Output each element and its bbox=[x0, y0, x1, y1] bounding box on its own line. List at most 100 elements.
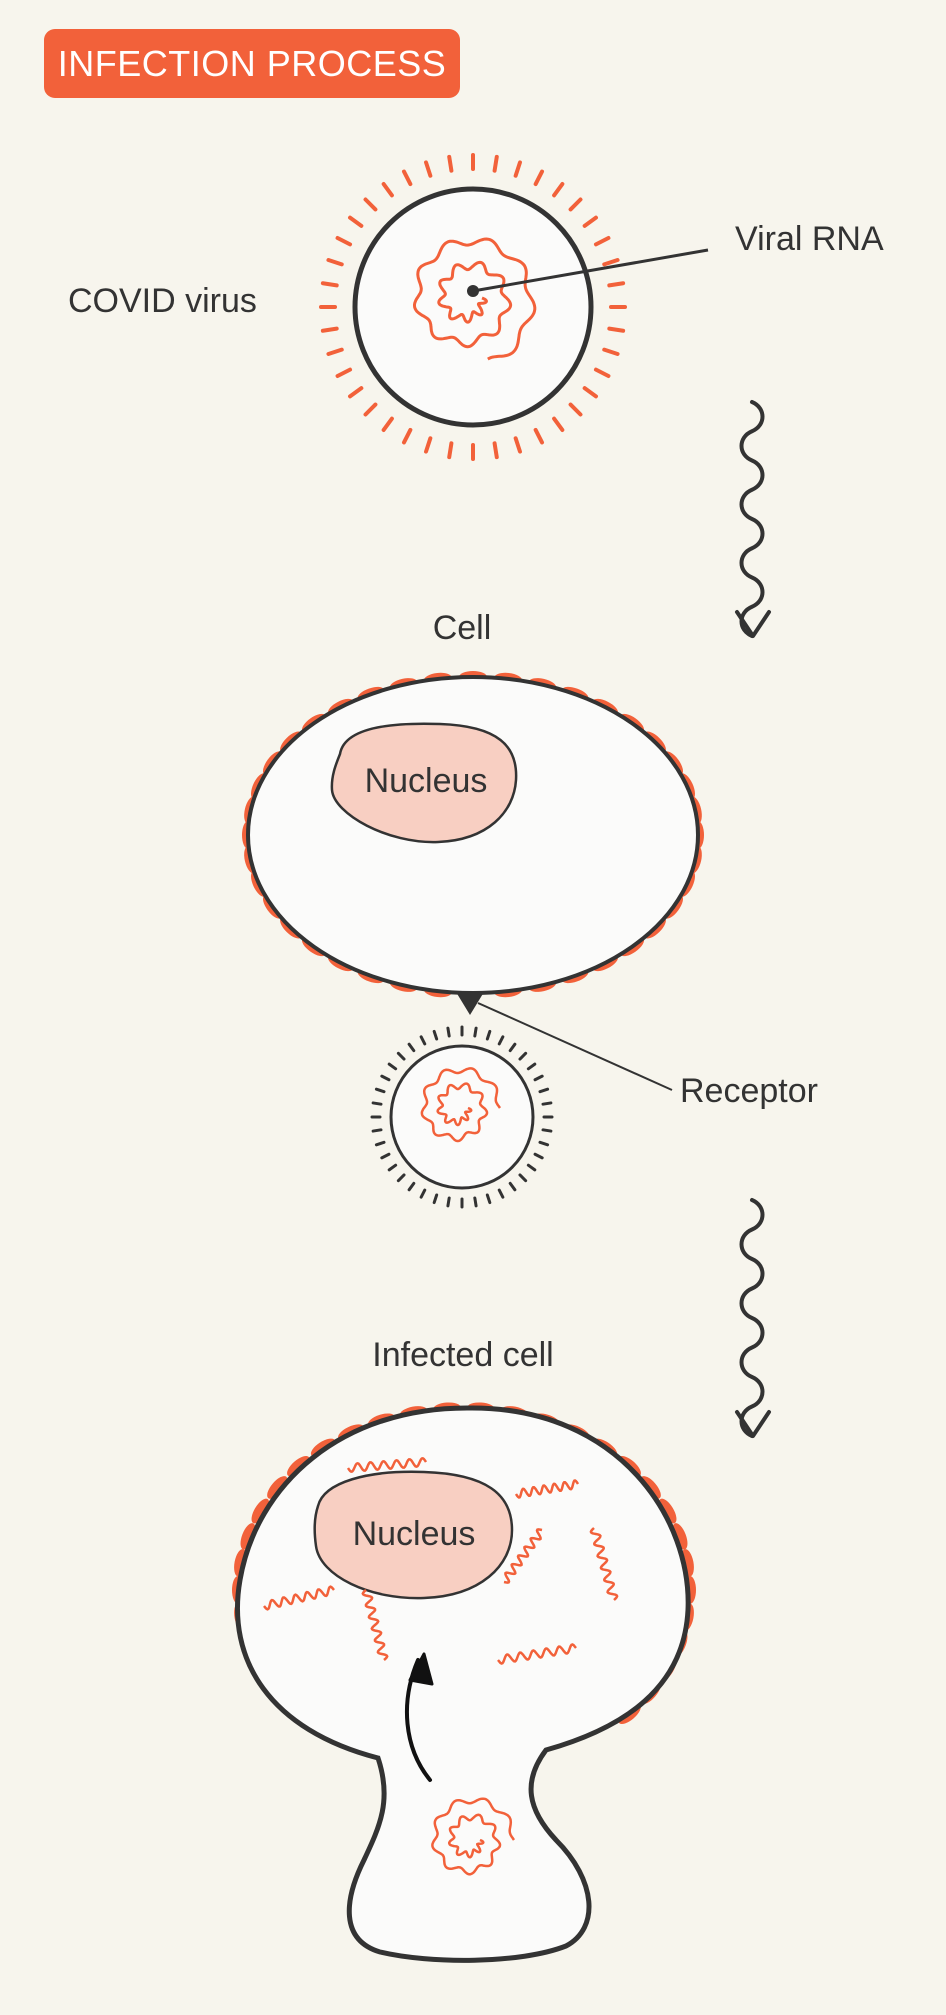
virus-spike bbox=[326, 258, 344, 267]
infected-cell-spike bbox=[672, 1523, 688, 1550]
virus-spike bbox=[424, 436, 433, 454]
virus-spike bbox=[320, 281, 339, 288]
virus-spike bbox=[582, 215, 598, 228]
virus-spike bbox=[602, 347, 620, 356]
small-virus-spike bbox=[419, 1035, 427, 1046]
virus-spike bbox=[492, 441, 499, 460]
rna-strand bbox=[503, 1528, 543, 1584]
virus-spike bbox=[607, 281, 626, 288]
wavy-arrow-1-head bbox=[735, 610, 771, 638]
infected-cell-spike bbox=[251, 1498, 270, 1524]
small-virus-spike bbox=[380, 1074, 391, 1082]
small-virus-spike bbox=[533, 1074, 544, 1082]
small-virus-spike bbox=[541, 1128, 553, 1133]
nucleus bbox=[330, 722, 518, 844]
small-virus-spike bbox=[526, 1062, 537, 1071]
virus-body bbox=[352, 186, 594, 428]
small-virus-spike bbox=[508, 1181, 517, 1192]
small-virus-spike bbox=[407, 1181, 416, 1192]
small-virus-spike bbox=[446, 1026, 451, 1038]
small-virus-spike bbox=[485, 1029, 492, 1041]
receptor-label: Receptor bbox=[680, 1072, 818, 1110]
small-virus-spike bbox=[432, 1029, 439, 1041]
covid-virus-label: COVID virus bbox=[68, 282, 257, 320]
virus-spike bbox=[492, 154, 499, 173]
small-virus-spike bbox=[538, 1087, 550, 1094]
small-virus-spike bbox=[485, 1193, 492, 1205]
rna-strand bbox=[263, 1585, 335, 1611]
virus-spike bbox=[593, 235, 611, 247]
virus-spike bbox=[602, 258, 620, 267]
virus-spike bbox=[363, 402, 378, 417]
small-virus-spike bbox=[518, 1051, 528, 1061]
small-virus-spike bbox=[419, 1188, 427, 1199]
virus-spike bbox=[424, 160, 433, 178]
virus-spike bbox=[533, 169, 545, 187]
virus-spike bbox=[348, 215, 364, 228]
replicated-rna-strands bbox=[263, 1456, 619, 1665]
virus-spike bbox=[533, 427, 545, 445]
rna-strand bbox=[361, 1589, 389, 1661]
infected-cell-spike bbox=[267, 1476, 288, 1499]
small-virus-spikes bbox=[370, 1025, 554, 1209]
title-badge: INFECTION PROCESS bbox=[44, 29, 460, 98]
viral-rna-label: Viral RNA bbox=[735, 220, 884, 258]
virus-spike bbox=[552, 416, 565, 432]
rna-strand bbox=[514, 1479, 580, 1499]
virus-spike bbox=[513, 436, 522, 454]
virus-spike bbox=[348, 386, 364, 399]
infected-cell-spike bbox=[240, 1523, 256, 1550]
small-virus-spike bbox=[497, 1188, 505, 1199]
small-virus-spike bbox=[374, 1140, 386, 1147]
small-virus-spike bbox=[541, 1101, 553, 1106]
small-virus-spike bbox=[374, 1087, 386, 1094]
small-virus-spike bbox=[497, 1035, 505, 1046]
rna-strand bbox=[346, 1456, 428, 1474]
virus-spike bbox=[568, 402, 583, 417]
small-virus-spike bbox=[473, 1026, 478, 1038]
virus-spike bbox=[335, 235, 353, 247]
small-virus-spike bbox=[387, 1163, 398, 1172]
virus-spike bbox=[552, 182, 565, 198]
wavy-arrow-2-head bbox=[735, 1410, 771, 1438]
virus-spike bbox=[401, 427, 413, 445]
small-virus-spike bbox=[526, 1163, 537, 1172]
virus-spike bbox=[335, 367, 353, 379]
infected-nucleus-label: Nucleus bbox=[353, 1515, 476, 1553]
virus-spike bbox=[320, 326, 339, 333]
small-virus-spike bbox=[533, 1152, 544, 1160]
small-virus-spike bbox=[446, 1196, 451, 1208]
wavy-arrow-1 bbox=[739, 400, 765, 638]
virus-spike bbox=[363, 197, 378, 212]
virus-spike bbox=[568, 197, 583, 212]
infected-cell-spike bbox=[658, 1498, 677, 1524]
infected-cell-spike bbox=[287, 1455, 310, 1477]
rna-strand bbox=[589, 1527, 619, 1601]
viral-rna-coil bbox=[413, 237, 537, 361]
small-virus-spike bbox=[387, 1062, 398, 1071]
small-virus-spike bbox=[371, 1128, 383, 1133]
virus-spike bbox=[593, 367, 611, 379]
viral-rna-pointer-dot bbox=[467, 285, 479, 297]
small-virus-spike bbox=[380, 1152, 391, 1160]
small-virus-spike bbox=[396, 1051, 406, 1061]
entering-virus-rna bbox=[431, 1797, 516, 1876]
small-virus-rna bbox=[420, 1067, 502, 1143]
virus-spike bbox=[326, 347, 344, 356]
receptor bbox=[456, 992, 484, 1015]
virus-spike bbox=[513, 160, 522, 178]
virus-spike bbox=[582, 386, 598, 399]
virus-spike bbox=[381, 416, 394, 432]
nucleus-label: Nucleus bbox=[365, 762, 488, 800]
cell-label: Cell bbox=[433, 609, 492, 647]
virus-spike bbox=[447, 441, 454, 460]
virus-spike bbox=[447, 154, 454, 173]
small-virus-spike bbox=[508, 1042, 517, 1053]
virus-spike bbox=[381, 182, 394, 198]
small-virus-spike bbox=[432, 1193, 439, 1205]
small-virus-spike bbox=[538, 1140, 550, 1147]
wavy-arrow-2 bbox=[739, 1198, 765, 1438]
virus-spike bbox=[607, 326, 626, 333]
small-virus-spike bbox=[396, 1173, 406, 1183]
